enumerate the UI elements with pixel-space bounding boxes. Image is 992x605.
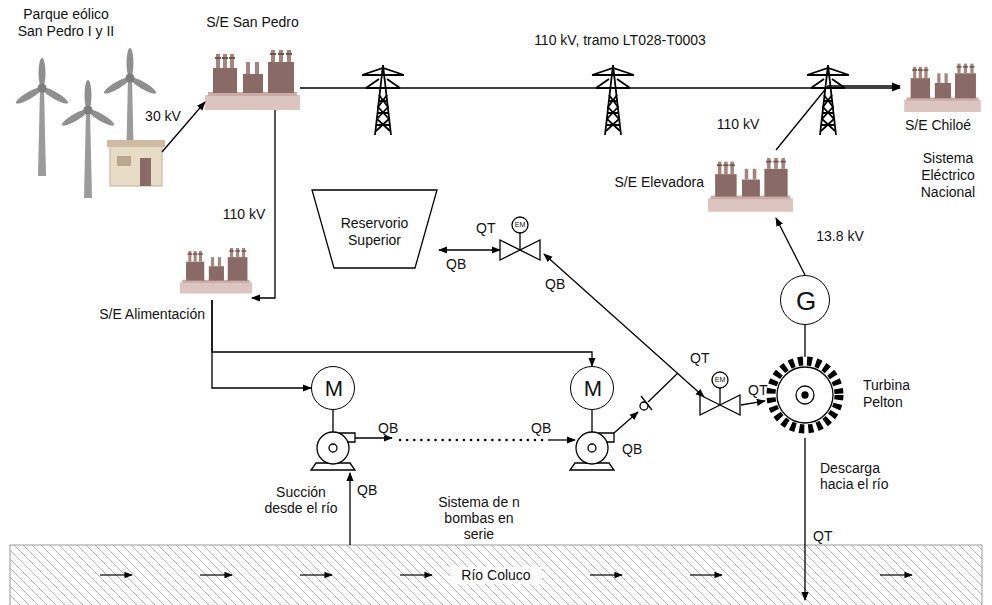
edge-label: 13.8 kV [812, 228, 868, 244]
flow-label: QT [748, 382, 766, 398]
flow-label: QB [545, 276, 563, 292]
edge-label: 110 kV, tramo LT028-T0003 [480, 32, 760, 48]
node-label: S/E Chiloé [888, 117, 988, 134]
flow-label: QB [446, 256, 464, 272]
river-band: Río Coluco [10, 545, 982, 605]
pelton-turbine: Turbina Pelton [767, 357, 843, 433]
node-label: Turbina Pelton [863, 377, 933, 411]
substation-icon [205, 50, 300, 110]
note-label: Descarga hacia el río [820, 460, 910, 492]
flow-label: EM [510, 220, 530, 230]
substation: S/E ChiloéSistema Eléctrico Nacional [900, 62, 985, 112]
flow-label: QB [357, 482, 375, 498]
flow-label: QT [813, 528, 831, 544]
flow-label: QB [378, 420, 396, 436]
connector [252, 110, 275, 298]
hydraulic-lines [311, 217, 839, 600]
substation-icon [180, 248, 252, 293]
transmission-tower [362, 65, 404, 135]
reservoir-outline [312, 190, 437, 268]
control-building [107, 140, 165, 186]
wind-farm: Parque eólico San Pedro I y II [110, 140, 162, 186]
flow-label: QB [622, 441, 640, 457]
flow-label: EM [710, 375, 730, 385]
connector [804, 325, 805, 357]
node-label: S/E Alimentación [90, 306, 205, 323]
node-label: S/E Elevadora [604, 174, 704, 191]
edge-label: 110 kV [712, 116, 764, 132]
node-label: Río Coluco [450, 567, 542, 584]
node-label: M [571, 377, 615, 401]
edge-label: 110 kV [218, 206, 270, 222]
reservoir: Reservorio Superior [312, 190, 437, 268]
connector [300, 87, 900, 88]
motor-circle: M [570, 366, 614, 410]
motor-circle: M [311, 366, 355, 410]
transmission-tower [592, 65, 634, 135]
generator-circle: G [780, 275, 830, 325]
edge-label: 30 kV [143, 108, 183, 124]
node-label: Parque eólico San Pedro I y II [12, 6, 120, 40]
node-label: S/E San Pedro [195, 14, 310, 31]
substation: S/E Alimentación [180, 240, 252, 300]
wind-turbine [60, 80, 115, 198]
connector [776, 86, 900, 150]
connector [212, 300, 592, 366]
wind-turbine [14, 58, 69, 176]
flow-label: QT [690, 350, 708, 366]
substation-icon [904, 64, 981, 112]
river-band [10, 545, 982, 605]
substation: S/E San Pedro [205, 48, 300, 110]
node-label: G [781, 287, 831, 315]
connector [776, 218, 805, 275]
node-label: Reservorio Superior [327, 215, 422, 249]
node-label: Sistema Eléctrico Nacional [910, 150, 986, 201]
node-label: M [312, 377, 356, 401]
note-label: Succión desde el río [258, 484, 344, 516]
connector [212, 300, 311, 388]
flow-label: QB [531, 420, 549, 436]
substation-icon [708, 158, 793, 212]
substation: S/E Elevadora [708, 150, 793, 218]
flow-label: QT [476, 220, 494, 236]
note-label: Sistema de n bombas en serie [436, 494, 522, 542]
transmission-tower [807, 65, 849, 135]
